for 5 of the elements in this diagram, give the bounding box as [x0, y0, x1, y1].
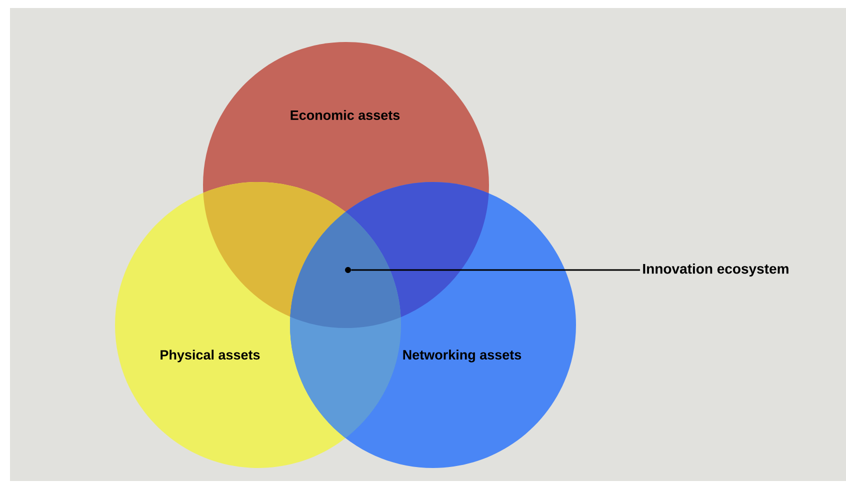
- circle-label: Networking assets: [403, 350, 522, 362]
- circle-label: Economic assets: [290, 110, 400, 120]
- leader-line: [351, 269, 640, 271]
- callout-label: Innovation ecosystem: [643, 263, 788, 277]
- circle-label: Physical assets: [160, 350, 260, 362]
